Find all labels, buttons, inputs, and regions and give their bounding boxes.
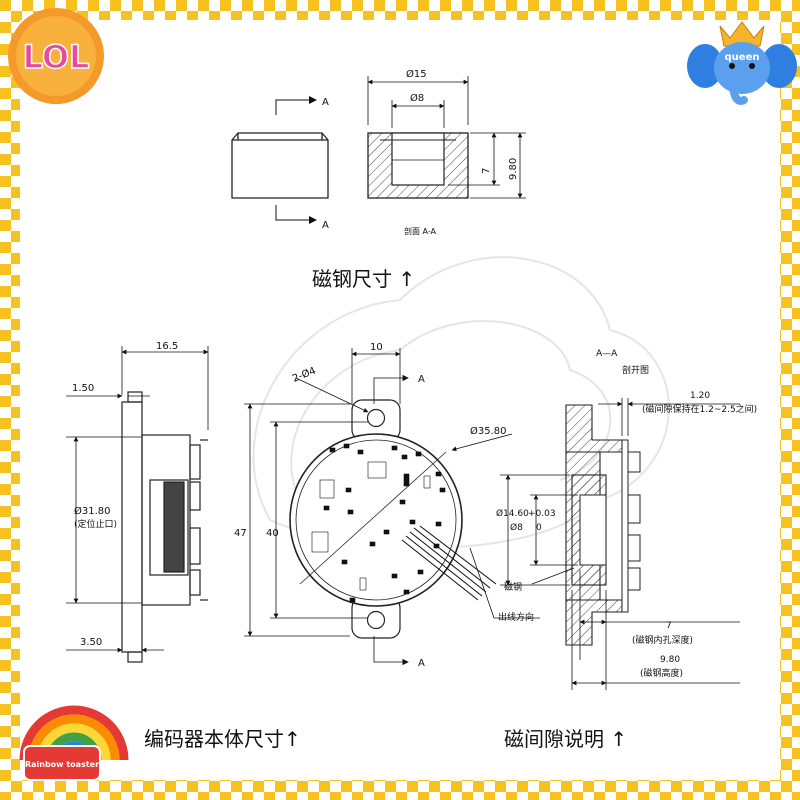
side-width-dim: 16.5 <box>156 341 178 352</box>
rainbow-badge-text: Rainbow toaster <box>25 760 99 769</box>
encoder-front-view <box>289 399 463 639</box>
magnet-outline-view <box>231 132 329 199</box>
front-mark-top: A <box>418 374 425 385</box>
section-subtitle: 剖开图 <box>622 364 649 376</box>
magnet-label: 磁钢 <box>504 581 522 593</box>
magnet-dimension-lines <box>367 76 526 199</box>
lol-badge-text: LOL <box>23 38 90 76</box>
side-view-dimensions <box>66 346 209 653</box>
gap-note: (磁间隙保持在1.2~2.5之间) <box>642 403 757 415</box>
queen-badge-text: queen <box>725 52 760 63</box>
section-tol0: 0 <box>536 523 542 533</box>
caption-magnet-size: 磁钢尺寸 ↑ <box>312 267 415 291</box>
side-flange-dim: 1.50 <box>72 383 94 394</box>
section-dia1: Ø14.60 <box>496 508 529 519</box>
cable-direction-label: 出线方向 <box>498 611 534 623</box>
watermark-graphic <box>252 256 670 549</box>
front-view-dimensions <box>244 348 540 666</box>
dim-inner-diameter: Ø8 <box>410 92 424 104</box>
dim-magnet-height: 9.80 <box>508 158 519 180</box>
section-mark-label-bottom: A <box>322 220 329 231</box>
rainbow-toaster-badge: Rainbow toaster <box>19 705 129 781</box>
magnet-height-value: 9.80 <box>660 655 680 665</box>
section-mark-label-top: A <box>322 97 329 108</box>
gap-value: 1.20 <box>690 391 710 401</box>
section-tol: +0.03 <box>528 509 556 519</box>
magnet-height-note: (磁钢高度) <box>640 667 683 679</box>
side-base-dim: 3.50 <box>80 637 102 648</box>
front-spacing-dim: 10 <box>370 342 383 353</box>
hole-depth-note: (磁钢内孔深度) <box>632 634 693 646</box>
section-dia2: Ø8 <box>510 522 523 533</box>
front-height-outer: 47 <box>234 528 247 539</box>
magnet-section-view <box>367 132 469 199</box>
section-view-dimensions <box>500 398 740 690</box>
caption-gap-note: 磁间隙说明 ↑ <box>504 727 627 751</box>
side-diameter-note: (定位止口) <box>74 518 117 530</box>
front-mark-bottom: A <box>418 658 425 669</box>
section-caption: 剖面 A-A <box>404 226 437 236</box>
lol-badge: LOL <box>8 8 104 104</box>
caption-encoder-size: 编码器本体尺寸↑ <box>144 727 301 751</box>
side-diameter-dim: Ø31.80 <box>74 505 111 517</box>
front-body-diameter: Ø35.80 <box>470 425 507 437</box>
pcb-components <box>311 443 446 603</box>
cable-bundle <box>401 525 497 601</box>
dim-outer-diameter: Ø15 <box>406 68 427 80</box>
front-height-inner: 40 <box>266 528 279 539</box>
hole-depth-value: 7 <box>666 621 672 631</box>
encoder-section-view <box>565 404 641 646</box>
encoder-side-view <box>121 391 208 663</box>
section-mark-top <box>275 96 317 224</box>
section-title: A—A <box>596 349 618 359</box>
queen-elephant-badge: queen <box>687 21 797 105</box>
dim-hole-depth: 7 <box>481 168 492 174</box>
